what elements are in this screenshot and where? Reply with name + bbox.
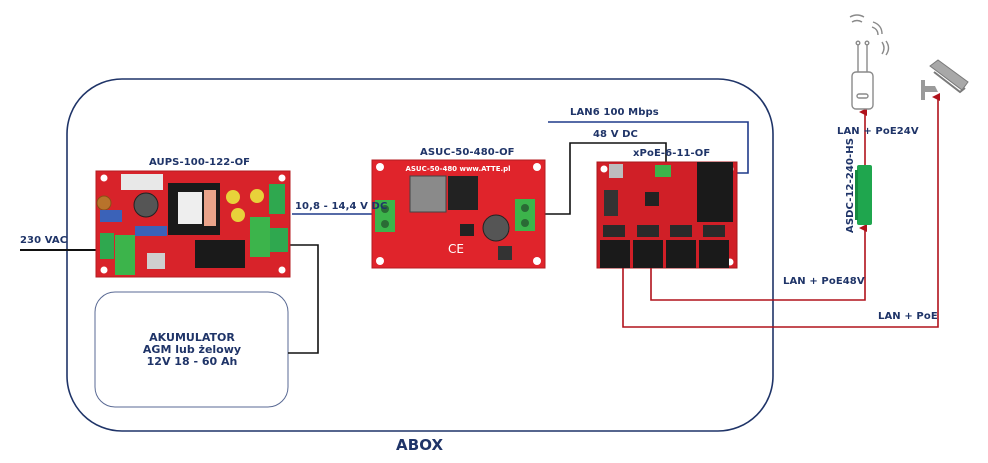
converter-to-switch-label: 48 V DC	[593, 129, 638, 140]
switch-label: xPoE-6-11-OF	[633, 148, 711, 159]
camera-icon	[921, 59, 969, 100]
switch-to-splitter-line	[650, 224, 867, 301]
abox-enclosure	[66, 78, 774, 432]
splitter-label: ASDC-12-240-HS	[845, 137, 856, 233]
access-point-icon	[849, 14, 890, 110]
uplink-lan-line	[548, 121, 749, 174]
psu-label: AUPS-100-122-OF	[149, 157, 251, 168]
converter-board-print: ASUC-50-480 www.ATTE.pl	[405, 165, 510, 173]
battery-box	[94, 291, 289, 408]
switch-board	[596, 161, 738, 269]
switch-to-camera-label: LAN + PoE	[878, 311, 938, 322]
battery-label-line: AGM lub żelowy	[142, 343, 242, 356]
psu-board	[95, 170, 291, 278]
switch-to-splitter-label: LAN + PoE48V	[783, 276, 865, 287]
converter-to-switch-line	[545, 142, 667, 215]
battery-label: AKUMULATOR AGM lub żelowy 12V 18 - 60 Ah	[96, 292, 288, 408]
battery-label-line: 12V 18 - 60 Ah	[146, 355, 238, 368]
uplink-label: LAN6 100 Mbps	[570, 107, 659, 118]
psu-to-converter-label: 10,8 - 14,4 V DC	[295, 201, 388, 212]
switch-to-camera-line	[622, 93, 940, 328]
battery-label-line: AKUMULATOR	[149, 331, 235, 344]
splitter-module	[855, 165, 872, 225]
enclosure-label: ABOX	[396, 436, 444, 454]
svg-text:CE: CE	[448, 242, 464, 256]
converter-label: ASUC-50-480-OF	[420, 147, 515, 158]
psu-to-battery-line	[288, 244, 319, 354]
converter-board: ASUC-50-480 www.ATTE.pl CE	[371, 159, 546, 269]
mains-input-label: 230 VAC	[20, 235, 68, 246]
splitter-to-ap-label: LAN + PoE24V	[837, 126, 919, 137]
